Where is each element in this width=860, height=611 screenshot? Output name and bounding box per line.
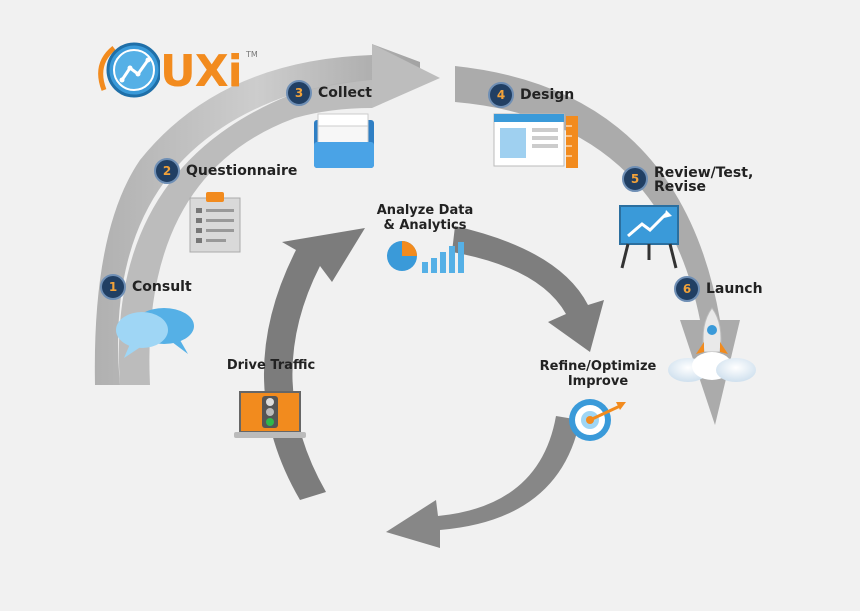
step-number-badge: 4 [488,82,514,108]
cycle-label-line1: Refine/Optimize [539,359,657,374]
step-collect: 3 Collect [286,80,372,106]
step-label: Collect [318,85,372,101]
inner-arc-bottom [386,416,580,548]
target-icon [569,399,626,441]
traffic-light-laptop-icon [234,391,306,438]
step-label-line1: Review/Test, [654,165,754,181]
logo-clock-icon [98,42,160,98]
step-number-badge: 3 [286,80,312,106]
step-number-badge: 6 [674,276,700,302]
cycle-label-line2: & Analytics [383,218,467,233]
rocket-launch-icon [668,307,756,382]
step-launch: 6 Launch [674,276,763,302]
clipboard-icon [189,192,241,253]
step-label: Questionnaire [186,163,298,179]
step-consult: 1 Consult [100,274,192,300]
outer-arc-body [118,80,372,385]
right-arc [455,66,740,425]
step-number-badge: 2 [154,158,180,184]
cycle-refine-label: Refine/Optimize Improve [532,359,664,389]
step-label: Review/Test, Revise [654,166,753,194]
cycle-label-line1: Analyze Data [376,203,474,218]
step-questionnaire: 2 Questionnaire [154,158,297,184]
cycle-analyze-label: Analyze Data & Analytics [370,203,480,233]
folder-icon [314,113,374,168]
design-layout-icon [493,113,578,168]
logo-wordmark: UXi [160,46,243,97]
step-label-line2: Revise [654,179,707,195]
step-label: Design [520,87,575,103]
logo-trademark: TM [246,50,258,59]
step-label: Consult [132,279,192,295]
inner-arc-top-right [452,226,604,352]
cycle-drive-label: Drive Traffic [226,358,316,373]
step-number-badge: 1 [100,274,126,300]
step-review: 5 Review/Test, Revise [622,166,753,194]
uxi-logo: UXi TM [96,36,266,108]
chat-bubbles-icon [116,308,194,358]
presentation-board-icon [619,205,679,269]
cycle-label-line2: Improve [567,374,629,389]
step-number-badge: 5 [622,166,648,192]
step-design: 4 Design [488,82,574,108]
analytics-chart-icon [387,241,464,273]
step-label: Launch [706,281,763,297]
outer-arc-head [372,44,440,108]
outer-arc [94,44,420,385]
